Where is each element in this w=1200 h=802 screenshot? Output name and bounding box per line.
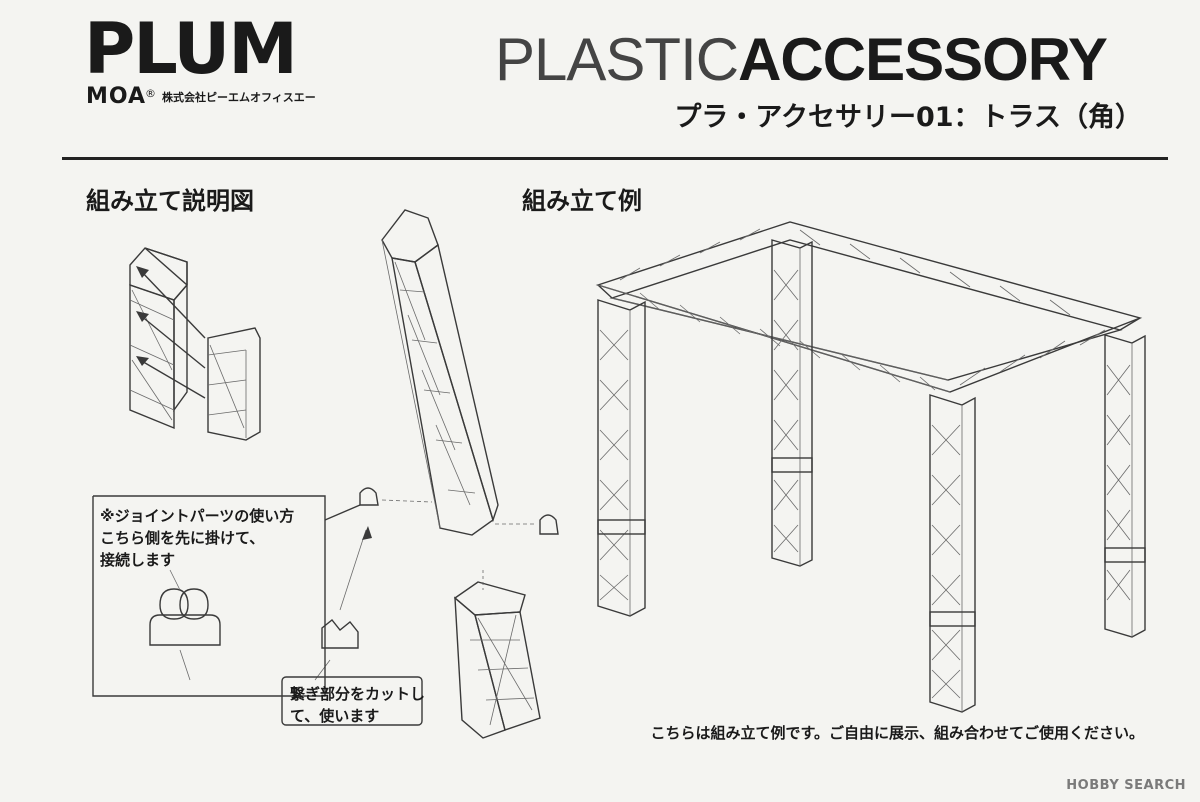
company-name: 株式会社ピーエムオフィスエー bbox=[162, 91, 316, 104]
truss-example-illustration bbox=[595, 221, 1146, 713]
section-assembly-diagram: 組み立て説明図 bbox=[86, 187, 254, 215]
truss-leg-back-left bbox=[771, 239, 813, 567]
joint-callout-frame bbox=[92, 495, 361, 697]
short-block-illustration bbox=[453, 570, 541, 739]
cut-note-line-1: 繋ぎ部分をカットし bbox=[290, 685, 426, 703]
brand-logo: PLUM bbox=[84, 8, 298, 90]
joint-note-line-1: ※ジョイントパーツの使い方 bbox=[100, 507, 295, 525]
joint-parts-illustration bbox=[314, 487, 559, 681]
product-subtitle: プラ・アクセサリー01：トラス（角） bbox=[674, 102, 1142, 133]
brand-registered-mark: ® bbox=[145, 87, 156, 100]
cut-callout-frame bbox=[281, 676, 423, 726]
panel-unfolded-illustration bbox=[129, 247, 261, 441]
section-assembly-example: 組み立て例 bbox=[522, 187, 642, 215]
cut-note-line-2: て、使います bbox=[290, 707, 380, 725]
example-caption: こちらは組み立て例です。ご自由に展示、組み合わせてご使用ください。 bbox=[650, 724, 1144, 742]
title-light: PLASTIC bbox=[495, 26, 739, 93]
header-divider bbox=[62, 157, 1168, 160]
joint-note-line-2: こちら側を先に掛けて、 bbox=[100, 529, 265, 547]
truss-leg-front-right bbox=[929, 394, 976, 713]
joint-note-line-3: 接続します bbox=[100, 551, 176, 569]
tall-column-illustration bbox=[381, 209, 499, 536]
watermark: HOBBY SEARCH bbox=[1066, 778, 1186, 793]
truss-leg-front-left bbox=[597, 299, 646, 617]
title-bold: ACCESSORY bbox=[738, 26, 1108, 93]
truss-leg-back-right bbox=[1104, 334, 1146, 638]
brand-sub: MOA bbox=[86, 84, 147, 109]
page-title: PLASTICACCESSORY bbox=[495, 30, 1108, 90]
